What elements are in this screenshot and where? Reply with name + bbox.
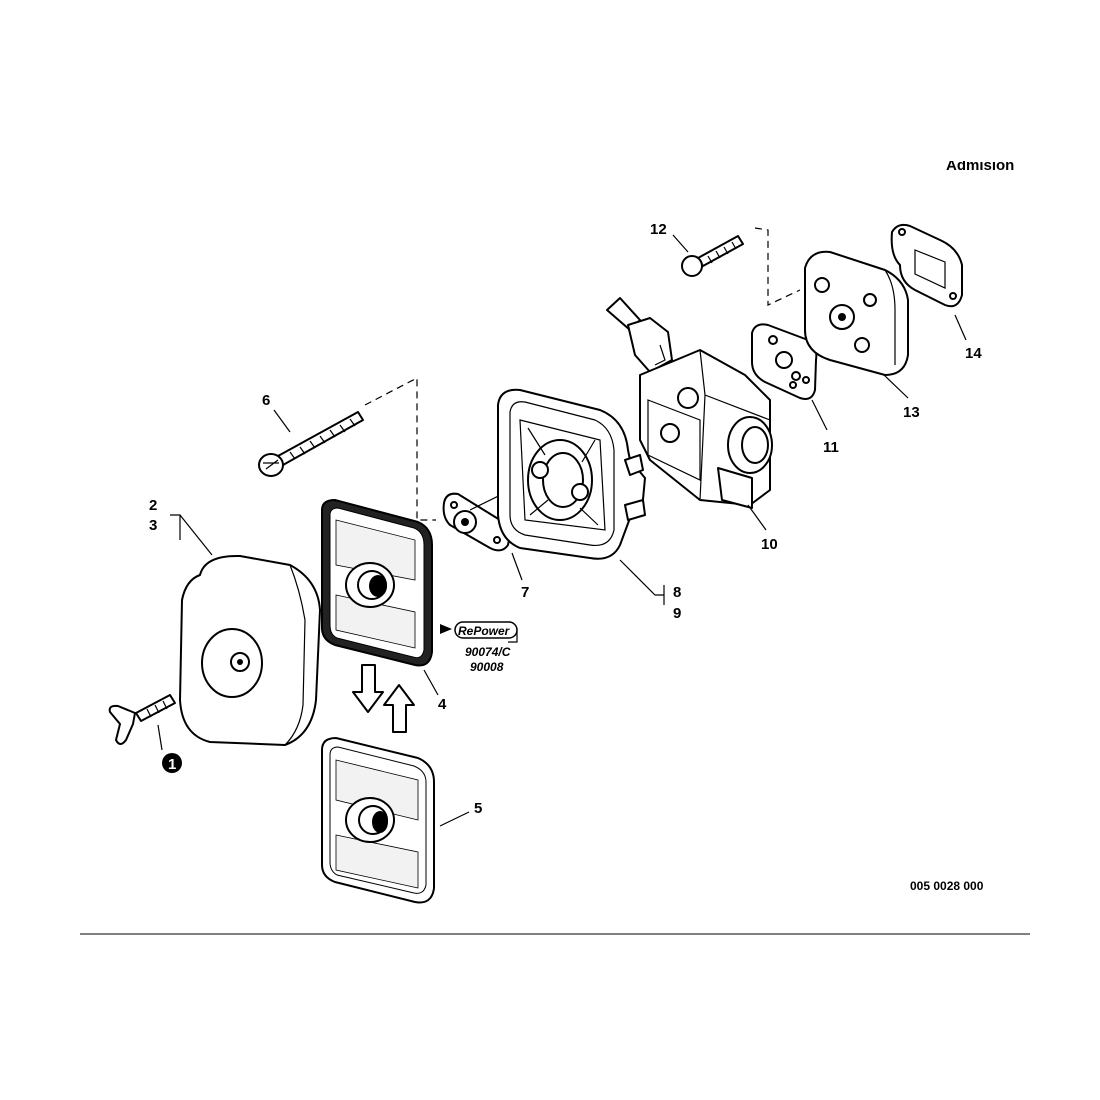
- swap-arrows: [352, 664, 415, 733]
- repower-logo-text: RePower: [458, 624, 511, 638]
- long-screw-part-6: [258, 411, 364, 477]
- callout-3: 3: [149, 517, 157, 534]
- gasket-part-14: [890, 223, 963, 308]
- callout-12: 12: [650, 221, 667, 238]
- callout-9: 9: [673, 605, 681, 622]
- gasket-part-11: [751, 323, 818, 400]
- callout-4: 4: [438, 696, 447, 713]
- drawing-code: 005 0028 000: [910, 879, 984, 893]
- filter-housing-part-8-9: [497, 388, 646, 560]
- callout-10: 10: [761, 536, 778, 553]
- repower-brand-block: RePower 90074/C 90008: [440, 621, 518, 674]
- filter-element-part-4: [321, 498, 433, 667]
- part-number-1: 90074/C: [465, 645, 511, 659]
- carburetor-part-10: [606, 297, 773, 509]
- screw-part-12: [681, 235, 744, 277]
- callout-5: 5: [474, 800, 482, 817]
- section-title: Admision: [946, 157, 1014, 174]
- filter-element-part-5: [321, 737, 435, 904]
- callout-7: 7: [521, 584, 529, 601]
- flange-part-7: [442, 477, 536, 552]
- callout-1: 1: [168, 756, 176, 773]
- wing-screw-part-1: [108, 694, 176, 745]
- callouts: 1 2 3 4 5 6 7 8 9 10 11 12 13 14: [149, 221, 982, 817]
- part-number-2: 90008: [470, 660, 504, 674]
- filter-cover-part-2-3: [179, 554, 321, 746]
- alignment-lines: [364, 227, 801, 521]
- callout-11: 11: [823, 439, 839, 456]
- callout-8: 8: [673, 584, 681, 601]
- insulator-block-part-13: [804, 250, 909, 376]
- leader-lines: [157, 234, 967, 827]
- callout-14: 14: [965, 345, 982, 362]
- callout-1-badge: [162, 753, 182, 773]
- callout-13: 13: [903, 404, 920, 421]
- callout-6: 6: [262, 392, 270, 409]
- callout-2: 2: [149, 497, 157, 514]
